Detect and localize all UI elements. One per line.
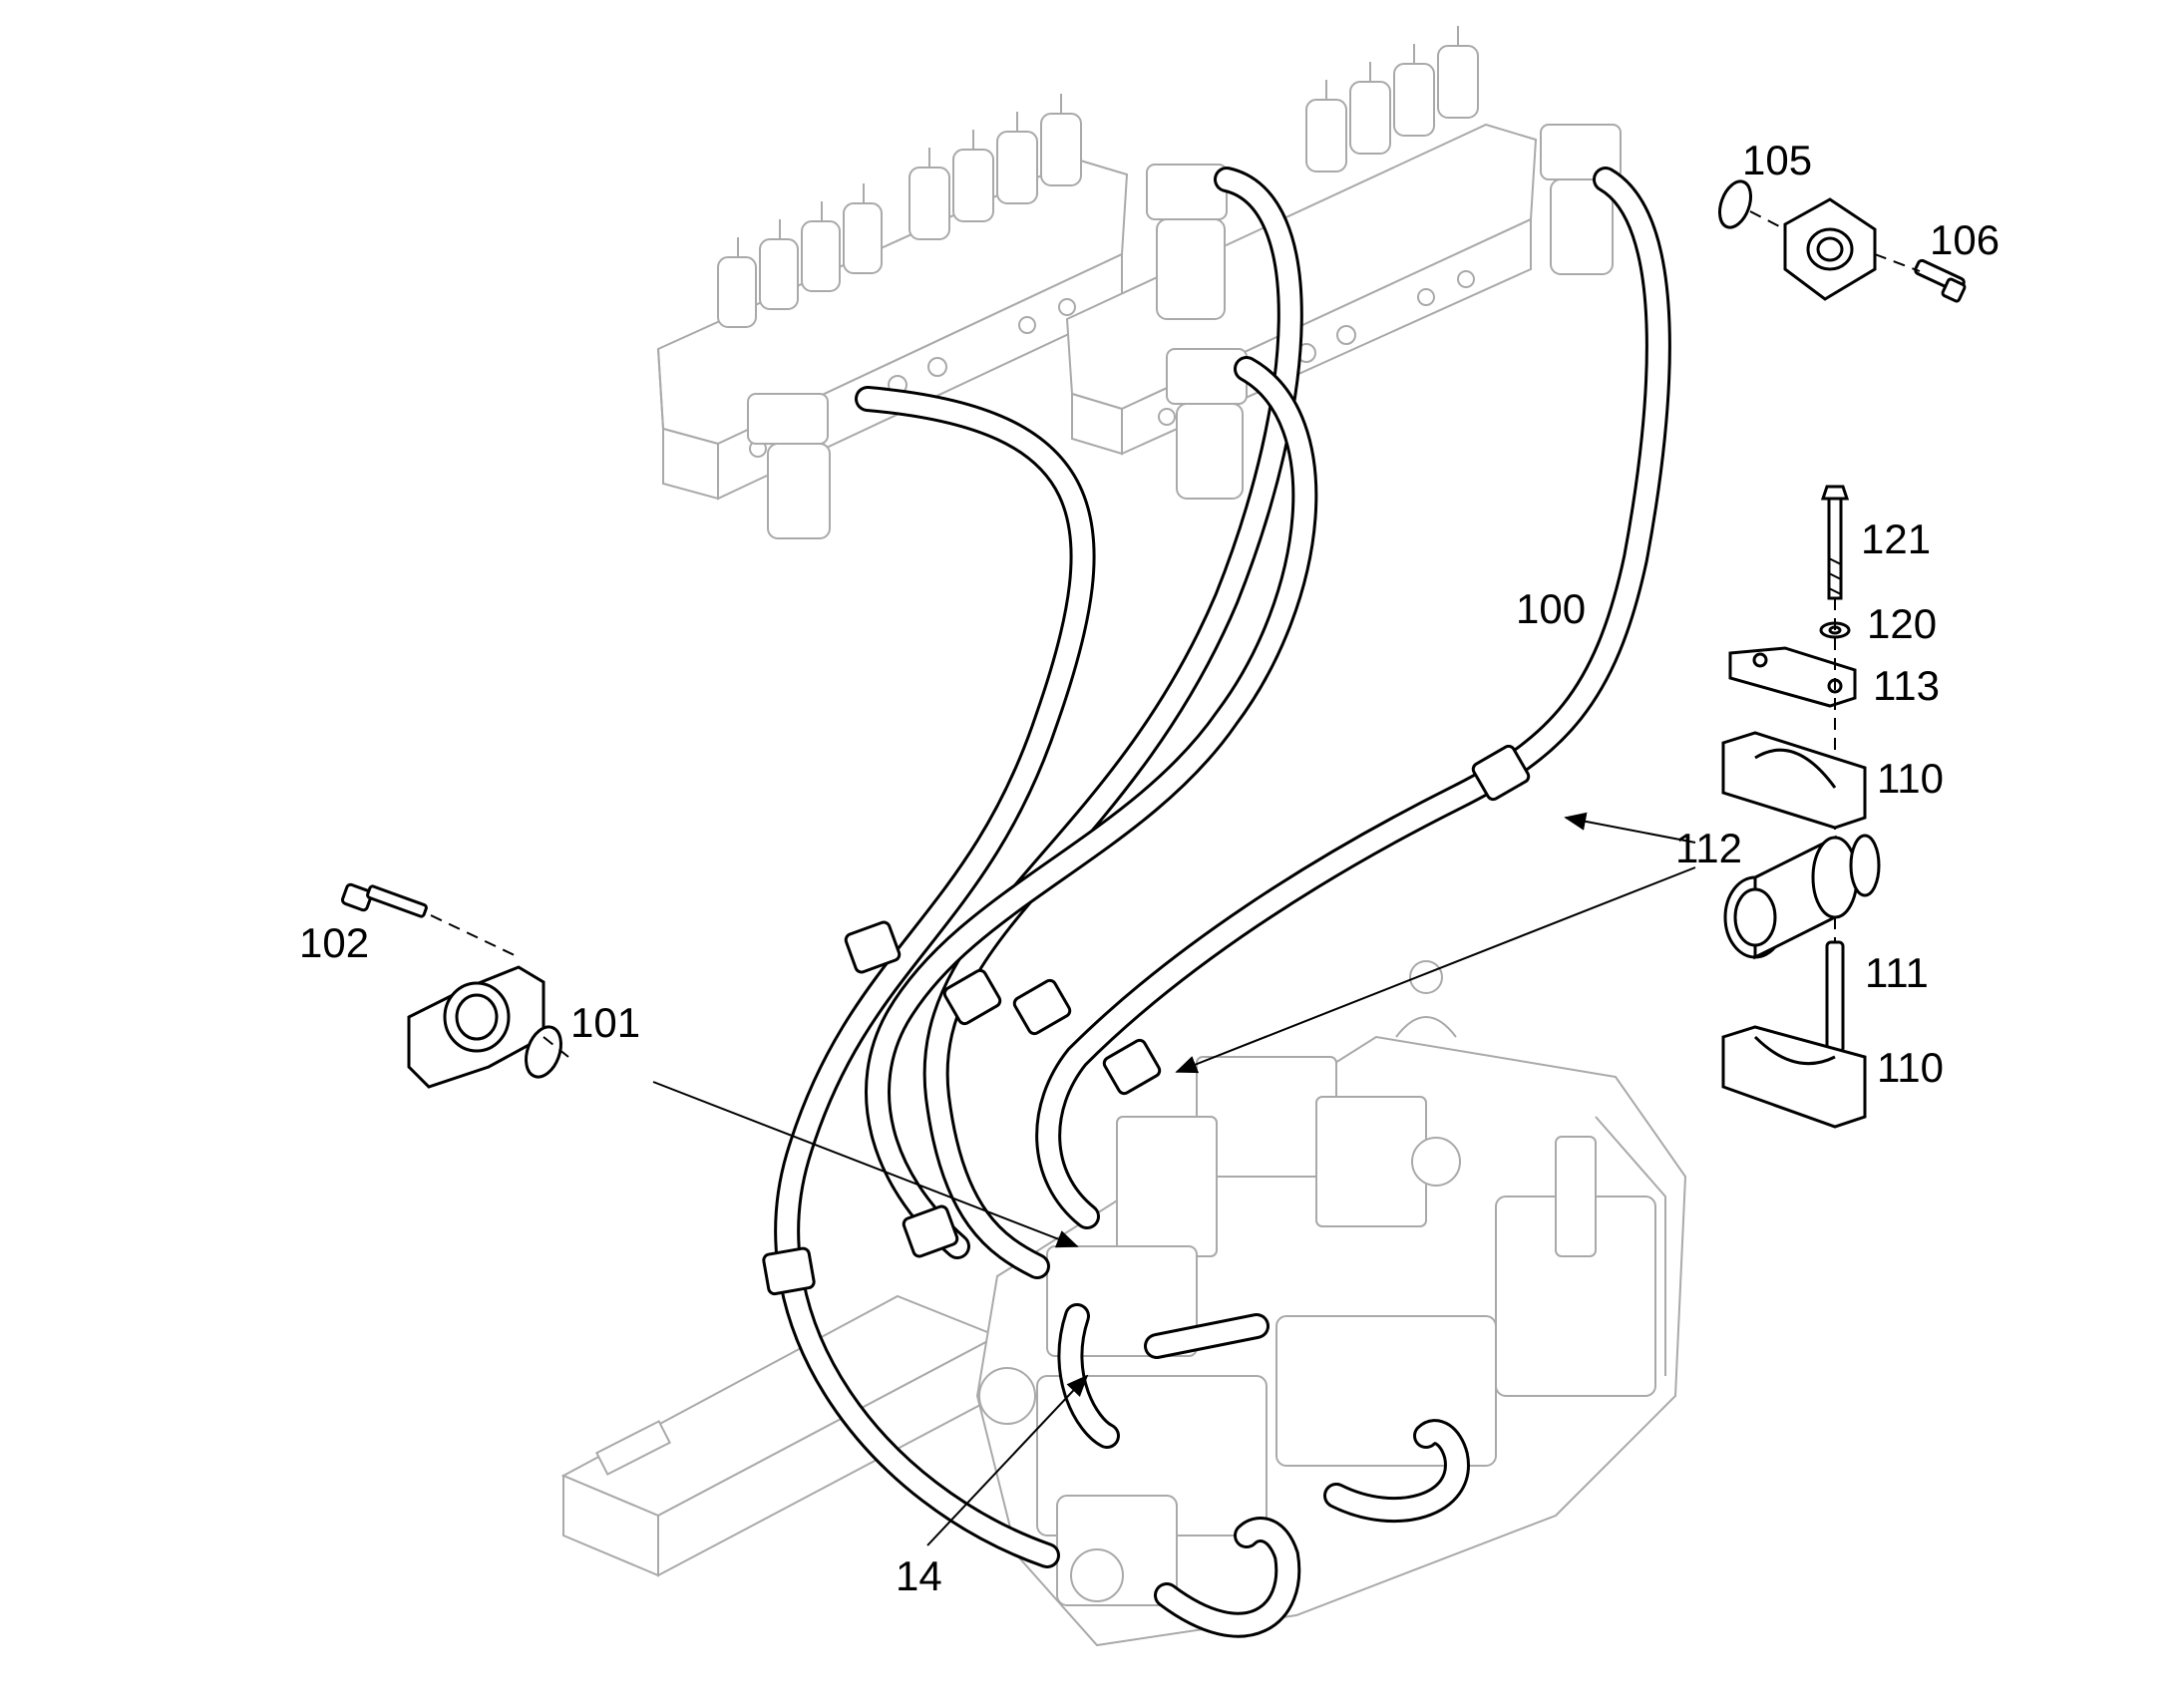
clamp-half-110-bottom — [1721, 1025, 1867, 1129]
callout-113: 113 — [1873, 662, 1940, 709]
callout-120: 120 — [1867, 600, 1937, 647]
callout-110-bottom: 110 — [1877, 1044, 1944, 1091]
screw-106 — [1914, 258, 1967, 303]
callout-111: 111 — [1865, 949, 1929, 996]
screw-102 — [340, 882, 428, 918]
callout-102: 102 — [299, 919, 369, 966]
callout-121: 121 — [1861, 515, 1931, 562]
hose-lines — [774, 167, 1671, 1638]
clamp-half-110-top — [1721, 731, 1867, 830]
callout-106: 106 — [1930, 216, 1999, 263]
leader-lines — [652, 812, 1696, 1546]
frame-beam — [560, 1294, 1000, 1577]
hose-clamps — [762, 744, 1531, 1296]
flange-105-106 — [1783, 197, 1877, 301]
callout-112: 112 — [1675, 825, 1742, 871]
hose-fitting-112 — [1723, 834, 1881, 960]
o-ring-101 — [525, 1025, 562, 1079]
solenoid-row-left — [717, 94, 1082, 328]
plate-113 — [1728, 646, 1857, 708]
valve-block-right — [1065, 26, 1538, 456]
valve-block-left — [656, 94, 1129, 501]
stud-111 — [1825, 940, 1845, 1054]
filter-housings — [747, 124, 1622, 539]
callout-101: 101 — [570, 999, 640, 1046]
callout-labels: 100 101 102 105 106 110 110 111 112 113 … — [299, 137, 1999, 1599]
o-ring-105 — [1717, 179, 1753, 229]
callout-100: 100 — [1516, 585, 1586, 632]
solenoid-row-right — [1305, 26, 1479, 172]
flange-101-102 — [407, 965, 545, 1089]
callout-105: 105 — [1742, 137, 1812, 183]
screw-121 — [1820, 485, 1850, 600]
callout-110-top: 110 — [1877, 755, 1944, 802]
transmission-housing — [975, 960, 1687, 1647]
callout-14: 14 — [896, 1552, 942, 1599]
